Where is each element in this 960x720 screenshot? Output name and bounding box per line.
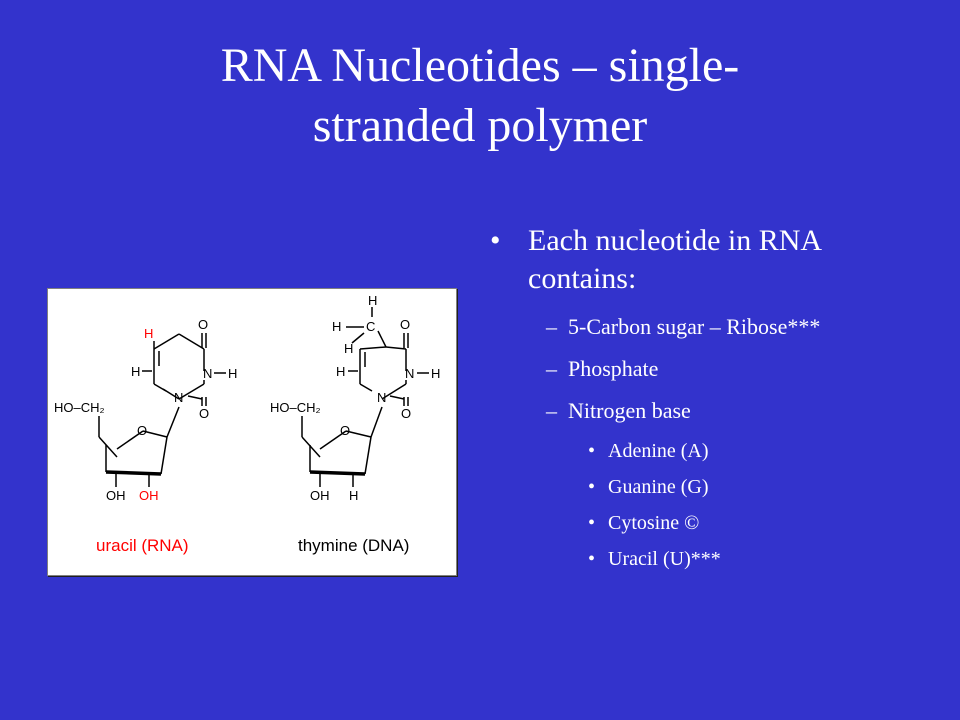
- bullet-marker: •: [588, 440, 596, 462]
- uracil-left-h: H: [131, 364, 140, 379]
- thymine-h-right: H: [349, 488, 358, 503]
- uracil-caption: uracil (RNA): [96, 536, 189, 555]
- sub-bullet-phosphate: – Phosphate: [490, 354, 930, 384]
- uracil-ring-o: O: [137, 423, 147, 438]
- bullet-list: • Each nucleotide in RNA contains: – 5-C…: [490, 222, 930, 582]
- uracil-highlight-h: H: [144, 326, 153, 341]
- uracil-structure: [98, 333, 226, 487]
- dash-marker: –: [546, 314, 557, 339]
- dash-marker: –: [546, 356, 557, 381]
- thymine-top-o: O: [400, 317, 410, 332]
- nucleotide-structure-figure: H O H N H N O HO–CH₂ O OH OH uracil (RNA…: [47, 288, 457, 576]
- uracil-atom-labels: H O H N H N O HO–CH₂ O OH OH: [54, 317, 237, 503]
- thymine-bottom-n: N: [377, 390, 386, 405]
- uracil-bottom-n: N: [174, 390, 183, 405]
- nucleotide-structures-diagram: H O H N H N O HO–CH₂ O OH OH uracil (RNA…: [54, 293, 440, 555]
- uracil-right-n: N: [203, 366, 212, 381]
- thymine-bottom-o: O: [401, 406, 411, 421]
- base-text: Adenine (A): [608, 440, 709, 462]
- thymine-oh: OH: [310, 488, 330, 503]
- thymine-caption: thymine (DNA): [298, 536, 409, 555]
- thymine-methyl-h-bottom: H: [344, 341, 353, 356]
- thymine-left-h: H: [336, 364, 345, 379]
- title-line-1: RNA Nucleotides – single-: [220, 39, 740, 92]
- uracil-bottom-o: O: [199, 406, 209, 421]
- slide-title: RNA Nucleotides – single- stranded polym…: [60, 36, 900, 156]
- thymine-methyl-h-top: H: [368, 293, 377, 308]
- sub-bullet-text: Nitrogen base: [568, 398, 691, 423]
- uracil-highlight-oh: OH: [139, 488, 159, 503]
- main-bullet: • Each nucleotide in RNA contains:: [490, 222, 930, 298]
- thymine-methyl-h-left: H: [332, 319, 341, 334]
- sub-bullet-text: Phosphate: [568, 356, 659, 381]
- base-text: Cytosine ©: [608, 512, 700, 534]
- base-uracil: • Uracil (U)***: [490, 546, 930, 572]
- thymine-structure: [301, 307, 429, 487]
- thymine-ring-o: O: [340, 423, 350, 438]
- thymine-methyl-c: C: [366, 319, 375, 334]
- base-text: Guanine (G): [608, 476, 709, 498]
- title-line-2: stranded polymer: [312, 99, 648, 152]
- sub-bullet-sugar: – 5-Carbon sugar – Ribose***: [490, 312, 930, 342]
- uracil-ho-ch2: HO–CH₂: [54, 400, 105, 415]
- base-text: Uracil (U)***: [608, 548, 721, 570]
- thymine-ho-ch2: HO–CH₂: [270, 400, 321, 415]
- main-bullet-text: Each nucleotide in RNA contains:: [528, 224, 821, 295]
- uracil-right-h: H: [228, 366, 237, 381]
- uracil-top-o: O: [198, 317, 208, 332]
- sub-bullet-nitrogen-base: – Nitrogen base: [490, 396, 930, 426]
- bullet-marker: •: [588, 476, 596, 498]
- thymine-right-n: N: [405, 366, 414, 381]
- base-adenine: • Adenine (A): [490, 438, 930, 464]
- base-guanine: • Guanine (G): [490, 474, 930, 500]
- thymine-atom-labels: H H C H O H N H N O HO–CH₂ O OH H: [270, 293, 440, 503]
- sub-bullet-text: 5-Carbon sugar – Ribose***: [568, 314, 821, 339]
- bullet-marker: •: [490, 224, 501, 257]
- bullet-marker: •: [588, 548, 596, 570]
- bullet-marker: •: [588, 512, 596, 534]
- dash-marker: –: [546, 398, 557, 423]
- base-cytosine: • Cytosine ©: [490, 510, 930, 536]
- uracil-left-oh: OH: [106, 488, 126, 503]
- thymine-right-h: H: [431, 366, 440, 381]
